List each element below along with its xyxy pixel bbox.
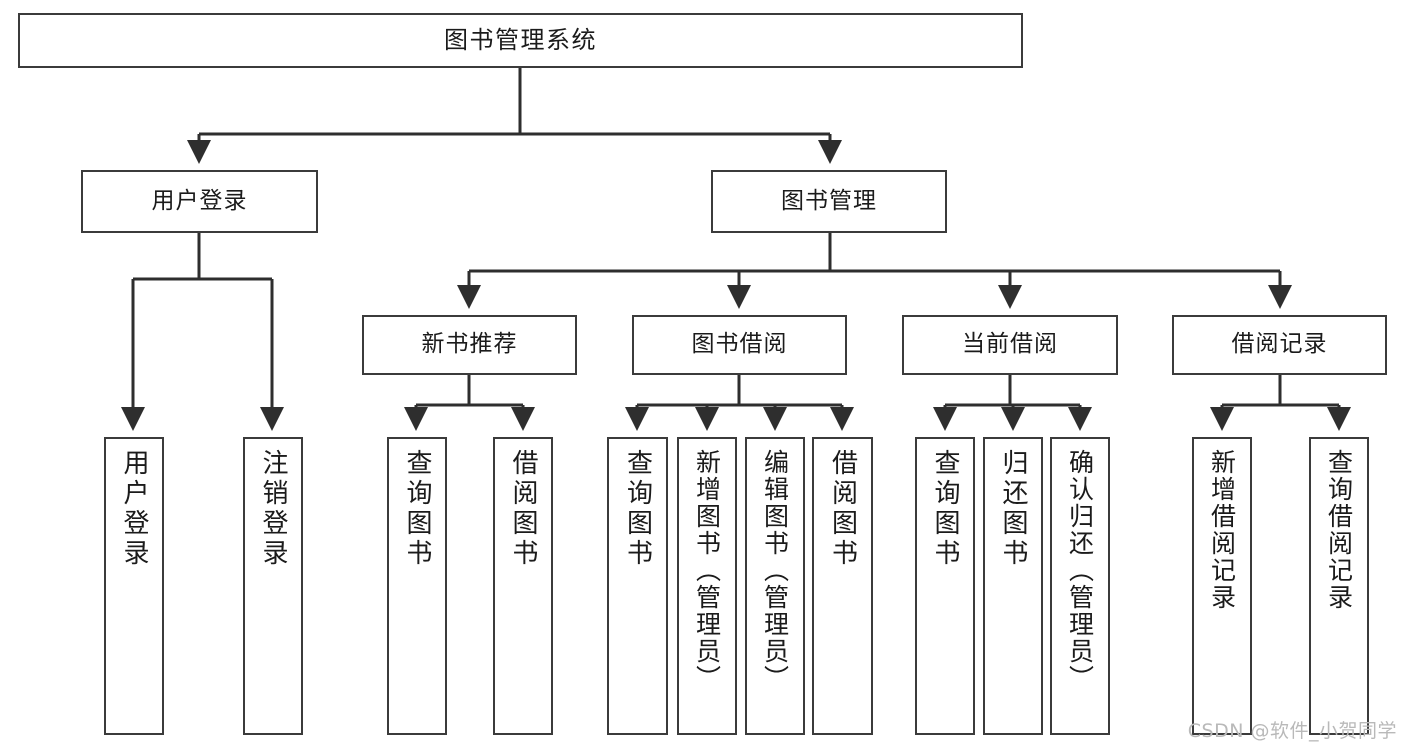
node-label: 查询图书 bbox=[930, 449, 960, 569]
node-label: 借阅图书 bbox=[508, 449, 538, 569]
leaf-add-book-admin[interactable]: 新增图书（管理员） bbox=[677, 437, 737, 735]
leaf-borrow-book-borrow[interactable]: 借阅图书 bbox=[812, 437, 873, 735]
node-current-borrow[interactable]: 当前借阅 bbox=[902, 315, 1118, 375]
leaf-logout-login[interactable]: 注销登录 bbox=[243, 437, 303, 735]
leaf-query-book-new[interactable]: 查询图书 bbox=[387, 437, 447, 735]
leaf-edit-book-admin[interactable]: 编辑图书（管理员） bbox=[745, 437, 805, 735]
node-label: 借阅图书 bbox=[827, 449, 858, 569]
node-book-borrow[interactable]: 图书借阅 bbox=[632, 315, 847, 375]
node-label: 用户登录 bbox=[119, 449, 149, 569]
node-label: 编辑图书（管理员） bbox=[760, 449, 790, 692]
leaf-query-borrow-record[interactable]: 查询借阅记录 bbox=[1309, 437, 1369, 735]
leaf-user-login[interactable]: 用户登录 bbox=[104, 437, 164, 735]
node-label: 用户登录 bbox=[151, 187, 248, 214]
leaf-query-book-current[interactable]: 查询图书 bbox=[915, 437, 975, 735]
node-label: 借阅记录 bbox=[1231, 331, 1328, 358]
node-label: 当前借阅 bbox=[962, 331, 1058, 358]
csdn-watermark: CSDN @软件_小贺同学 bbox=[1187, 720, 1397, 742]
node-new-book-recommend[interactable]: 新书推荐 bbox=[362, 315, 577, 375]
leaf-query-book-borrow[interactable]: 查询图书 bbox=[607, 437, 668, 735]
node-borrow-record[interactable]: 借阅记录 bbox=[1172, 315, 1387, 375]
node-label: 新书推荐 bbox=[421, 331, 518, 358]
node-book-management-system[interactable]: 图书管理系统 bbox=[18, 13, 1023, 68]
leaf-confirm-return-admin[interactable]: 确认归还（管理员） bbox=[1050, 437, 1110, 735]
leaf-add-borrow-record[interactable]: 新增借阅记录 bbox=[1192, 437, 1252, 735]
node-label: 新增借阅记录 bbox=[1207, 449, 1237, 611]
leaf-borrow-book-new[interactable]: 借阅图书 bbox=[493, 437, 553, 735]
node-label: 图书管理系统 bbox=[444, 26, 597, 55]
node-label: 查询图书 bbox=[402, 449, 432, 569]
node-user-login[interactable]: 用户登录 bbox=[81, 170, 318, 233]
node-label: 注销登录 bbox=[258, 449, 288, 569]
node-label: 图书借阅 bbox=[691, 331, 788, 358]
node-label: 查询借阅记录 bbox=[1324, 449, 1354, 611]
node-book-management[interactable]: 图书管理 bbox=[711, 170, 947, 233]
leaf-return-book[interactable]: 归还图书 bbox=[983, 437, 1043, 735]
node-label: 确认归还（管理员） bbox=[1065, 449, 1095, 692]
node-label: 新增图书（管理员） bbox=[692, 449, 722, 692]
node-label: 查询图书 bbox=[622, 449, 653, 569]
node-label: 图书管理 bbox=[781, 187, 877, 214]
node-label: 归还图书 bbox=[998, 449, 1028, 569]
